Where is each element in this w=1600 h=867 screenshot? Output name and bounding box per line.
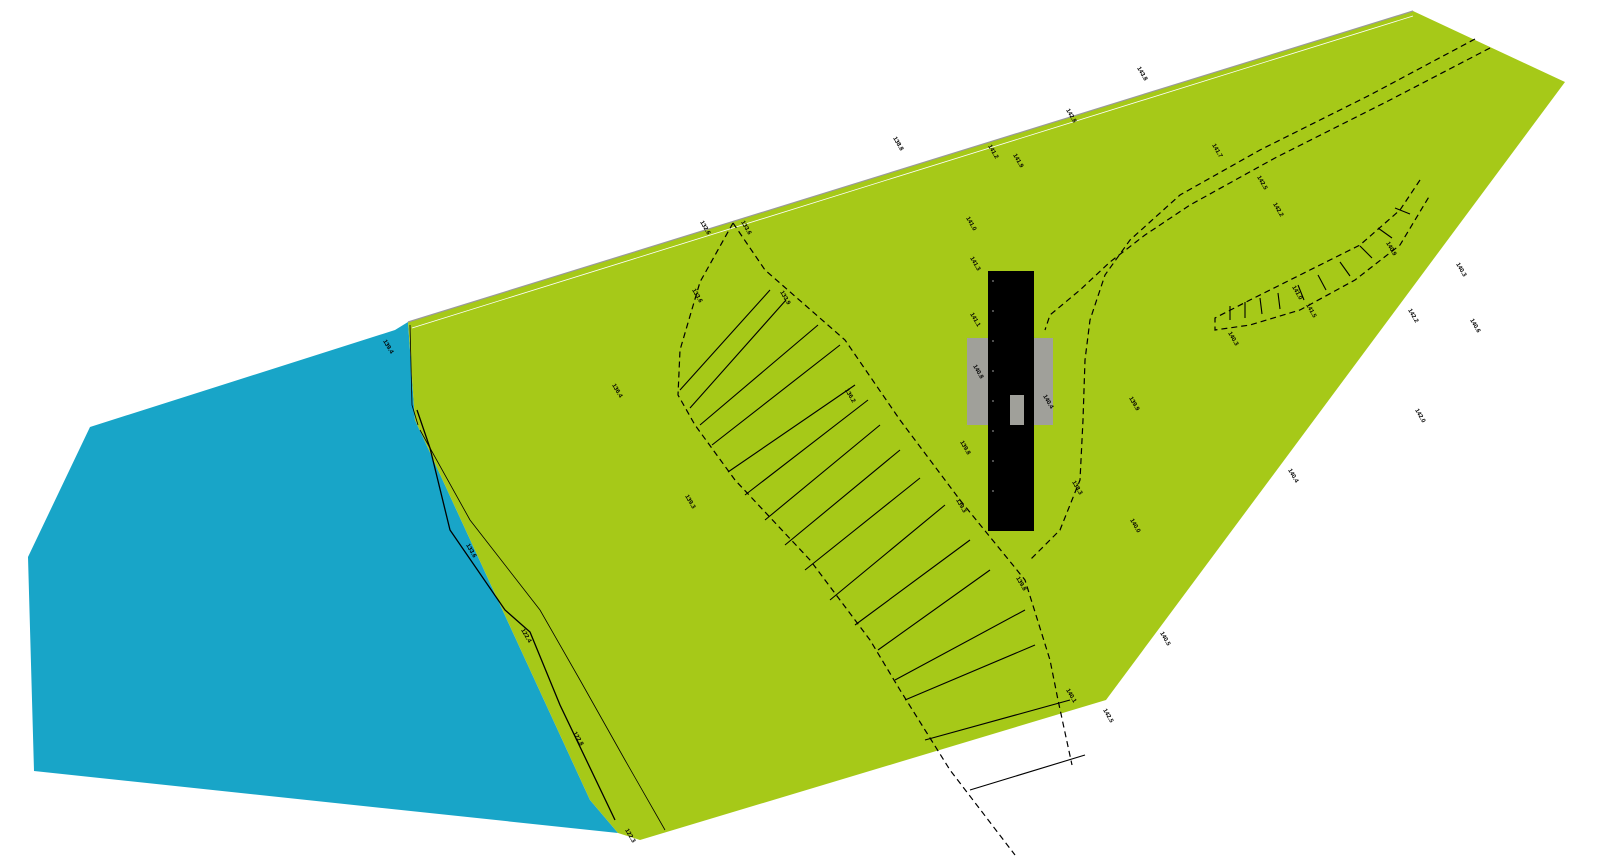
access-road-lower — [1029, 38, 1476, 561]
terrace-steps-east — [1229, 207, 1411, 320]
footpath-west — [677, 222, 1016, 856]
elev-label: 140.3 — [1454, 262, 1467, 279]
elev-label: 143.8 — [1135, 66, 1148, 83]
terrace-path-east — [1214, 179, 1431, 331]
elev-label: 140.5 — [1158, 631, 1171, 648]
elev-label: 142.0 — [1413, 408, 1426, 425]
west-edge-contour — [409, 324, 419, 426]
elev-label: 140.6 — [1468, 318, 1481, 335]
elev-label: 142.2 — [1406, 308, 1419, 325]
parcel-boundary-line — [407, 10, 1414, 323]
elev-label: 142.5 — [1101, 708, 1114, 725]
water-area — [28, 322, 618, 833]
land-parcel — [408, 11, 1565, 840]
inner-contour — [419, 429, 666, 831]
footpath-east-edge — [732, 222, 1073, 766]
building-footprint — [988, 271, 1034, 531]
elev-label: 140.4 — [1286, 468, 1299, 485]
access-road-upper — [1044, 47, 1491, 331]
elev-label: 138.8 — [891, 136, 904, 153]
terrace-steps-west — [679, 289, 1086, 791]
parcel-boundary-inner-line — [411, 15, 1414, 329]
